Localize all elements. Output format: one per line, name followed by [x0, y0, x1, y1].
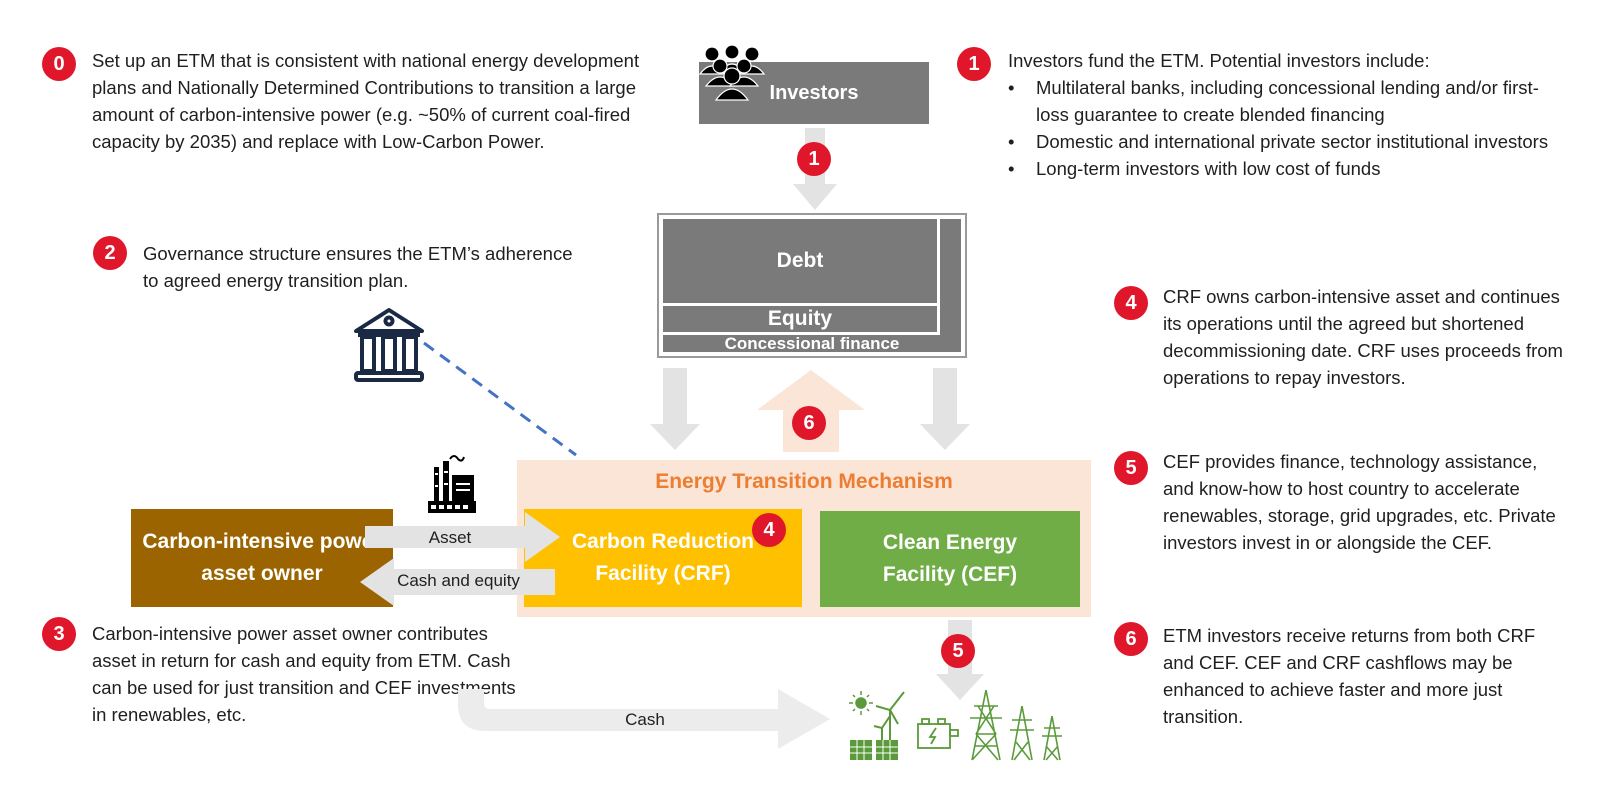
- step-badge-6-arrow: 6: [792, 406, 826, 440]
- governance-dashed-line: [423, 341, 577, 457]
- step-badge-5: 5: [1114, 451, 1148, 485]
- investor-type-item: Multilateral banks, including concession…: [1008, 74, 1568, 128]
- asset-owner-label: Carbon-intensive power asset owner: [142, 530, 382, 585]
- crf-label: Carbon Reduction Facility (CRF): [572, 530, 754, 585]
- investor-type-item: Long-term investors with low cost of fun…: [1008, 155, 1568, 182]
- note-5-text: CEF provides finance, technology assista…: [1163, 451, 1556, 553]
- note-2-text: Governance structure ensures the ETM’s a…: [143, 243, 573, 291]
- note-6-text: ETM investors receive returns from both …: [1163, 625, 1536, 727]
- investor-type-item: Domestic and international private secto…: [1008, 128, 1568, 155]
- step-badge-1: 1: [957, 47, 991, 81]
- note-3-text: Carbon-intensive power asset owner contr…: [92, 623, 516, 725]
- concessional-finance-label: Concessional finance: [724, 334, 900, 353]
- note-4-text: CRF owns carbon-intensive asset and cont…: [1163, 286, 1563, 388]
- investor-types-list: Multilateral banks, including concession…: [1008, 74, 1568, 182]
- cash-equity-arrow: [360, 558, 555, 606]
- transmission-tower-icon: [970, 689, 1062, 761]
- step-badge-4: 4: [1114, 286, 1148, 320]
- finance-to-crf-arrow: [650, 368, 700, 450]
- sun-icon: [849, 691, 873, 715]
- asset-transfer-arrow: [365, 512, 560, 562]
- note-1: Investors fund the ETM. Potential invest…: [1008, 47, 1568, 182]
- etm-title: Energy Transition Mechanism: [655, 470, 953, 493]
- cef-label: Clean Energy Facility (CEF): [882, 531, 1018, 586]
- step-badge-6: 6: [1114, 622, 1148, 656]
- battery-storage-icon: [917, 718, 959, 749]
- finance-stack: Debt Equity Concessional finance: [657, 213, 967, 358]
- renewable-energy-icons: [849, 689, 1062, 761]
- power-plant-icon: [428, 455, 476, 513]
- step-badge-1-arrow: 1: [797, 142, 831, 176]
- cef-box: Clean Energy Facility (CEF): [820, 511, 1080, 607]
- step-badge-5-arrow: 5: [941, 634, 975, 668]
- investors-label: Investors: [769, 81, 859, 104]
- asset-flow-label: Asset: [428, 528, 472, 547]
- cash-flow-arrow: [458, 689, 830, 749]
- step-badge-0: 0: [42, 47, 76, 81]
- solar-panel-icon: [850, 740, 898, 760]
- asset-owner-box: Carbon-intensive power asset owner: [131, 509, 393, 607]
- people-group-icon: [698, 44, 766, 101]
- step-badge-3: 3: [42, 617, 76, 651]
- cash-flow-label: Cash: [625, 710, 665, 729]
- government-building-icon: [354, 308, 424, 382]
- debt-box: Debt: [663, 219, 940, 306]
- note-0-text: Set up an ETM that is consistent with na…: [92, 50, 640, 152]
- equity-label: Equity: [767, 307, 833, 330]
- cash-equity-flow-label: Cash and equity: [397, 571, 520, 590]
- step-badge-4-crf: 4: [752, 513, 786, 547]
- finance-to-cef-arrow: [920, 368, 970, 450]
- step-badge-2: 2: [93, 236, 127, 270]
- equity-box: Equity: [663, 306, 940, 335]
- note-1-intro: Investors fund the ETM. Potential invest…: [1008, 50, 1430, 71]
- debt-label: Debt: [776, 249, 824, 272]
